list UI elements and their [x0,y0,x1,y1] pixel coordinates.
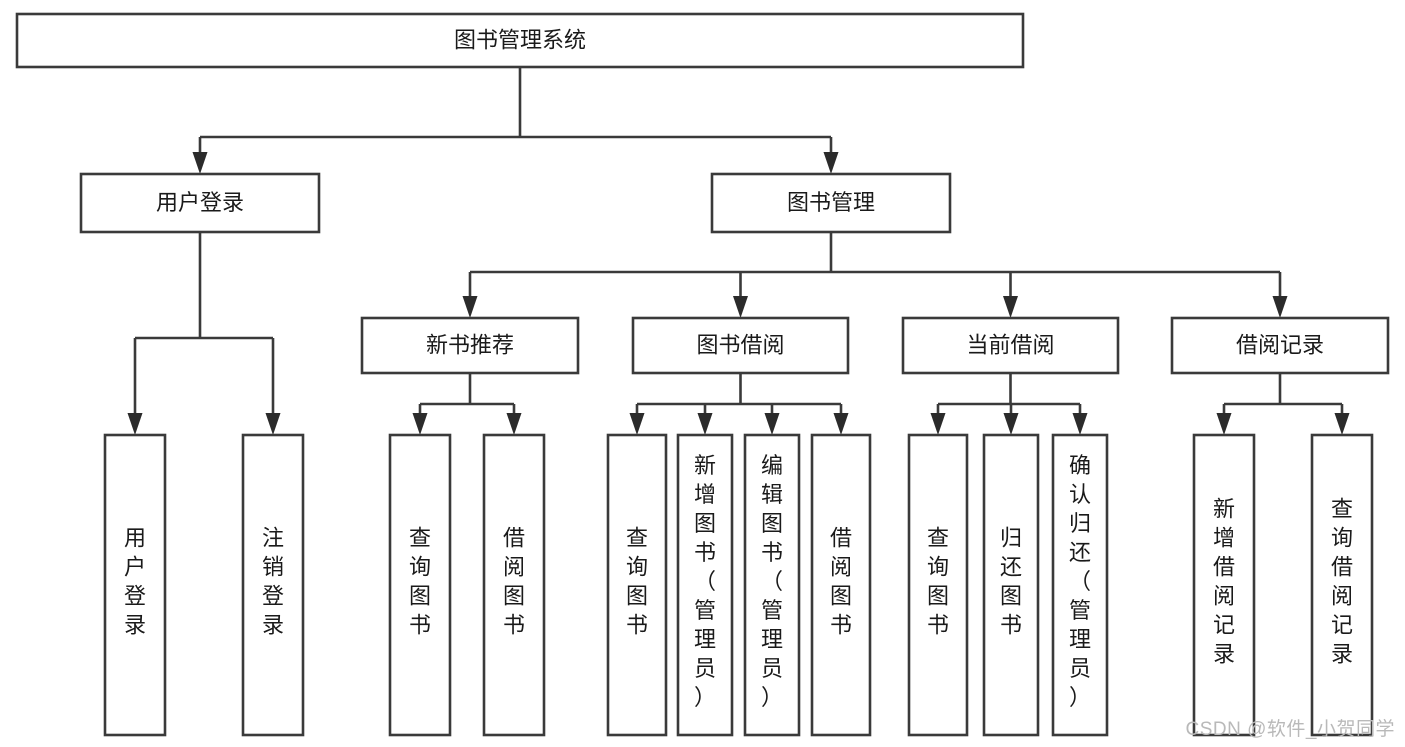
node-label: 新书推荐 [426,332,514,357]
arrowhead-icon [823,152,839,174]
node-user-login[interactable]: 用户登录 [79,172,321,234]
node-box [1051,433,1109,737]
arrowhead-icon [764,413,780,435]
node-book-manage[interactable]: 图书管理 [710,172,952,234]
node-label: 查询图书 [927,526,949,638]
node-box [676,433,734,737]
node-label: 图书借阅 [696,332,784,357]
leaf-leaf-logout[interactable]: 注销登录 [241,433,305,737]
leaf-leaf-query-book-borrow[interactable]: 查询图书 [606,433,668,737]
watermark-text: CSDN @软件_小贺同学 [1185,719,1395,740]
node-box [810,433,872,737]
node-box [1192,433,1256,737]
leaf-leaf-user-login[interactable]: 用户登录 [103,433,167,737]
node-label: 新增图书（管理员） [694,453,716,710]
leaf-leaf-query-borrow-record[interactable]: 查询借阅记录 [1310,433,1374,737]
node-label: 用户登录 [156,190,244,215]
leaf-leaf-add-borrow-record[interactable]: 新增借阅记录 [1192,433,1256,737]
leaf-leaf-add-book-admin[interactable]: 新增图书（管理员） [676,433,734,737]
node-layer: 图书管理系统用户登录图书管理新书推荐图书借阅当前借阅借阅记录用户登录注销登录查询… [15,12,1390,737]
node-box [901,316,1120,375]
arrowhead-icon [833,413,849,435]
arrowhead-icon [733,296,748,318]
node-label: 编辑图书（管理员） [761,453,783,710]
arrowhead-icon [412,413,428,435]
node-label: 借阅图书 [503,526,525,638]
node-label: 查询图书 [409,526,431,638]
node-box [360,316,580,375]
node-box [907,433,969,737]
node-label: 图书管理系统 [454,27,586,52]
leaf-leaf-query-book-current[interactable]: 查询图书 [907,433,969,737]
arrowhead-icon [1216,413,1232,435]
node-root[interactable]: 图书管理系统 [15,12,1025,69]
node-label: 查询借阅记录 [1331,497,1353,667]
node-box [241,433,305,737]
leaf-leaf-borrow-book-recommend[interactable]: 借阅图书 [482,433,546,737]
node-label: 新增借阅记录 [1213,497,1235,667]
node-label: 确认归还（管理员） [1069,453,1091,710]
leaf-leaf-borrow-book[interactable]: 借阅图书 [810,433,872,737]
node-box [1310,433,1374,737]
arrowhead-icon [506,413,522,435]
arrowhead-icon [1003,413,1019,435]
leaf-leaf-return-book[interactable]: 归还图书 [982,433,1040,737]
node-label: 图书管理 [787,190,875,215]
leaf-leaf-query-book-recommend[interactable]: 查询图书 [388,433,452,737]
arrowhead-icon [1003,296,1018,318]
node-label: 查询图书 [626,526,648,638]
arrowhead-icon [127,413,143,435]
node-box [15,12,1025,69]
node-box [1170,316,1390,375]
node-label: 借阅图书 [830,526,852,638]
node-box [743,433,801,737]
connector-layer [127,67,1350,435]
arrowhead-icon [930,413,946,435]
node-label: 注销登录 [262,526,284,638]
arrowhead-icon [1072,413,1088,435]
node-box [79,172,321,234]
node-label: 用户登录 [124,526,146,638]
arrowhead-icon [192,152,208,174]
node-box [710,172,952,234]
arrowhead-icon [697,413,713,435]
arrowhead-icon [1272,296,1288,318]
arrowhead-icon [462,296,478,318]
node-box [631,316,850,375]
node-box [388,433,452,737]
leaf-leaf-confirm-return-admin[interactable]: 确认归还（管理员） [1051,433,1109,737]
leaf-leaf-edit-book-admin[interactable]: 编辑图书（管理员） [743,433,801,737]
node-current-borrow[interactable]: 当前借阅 [901,316,1120,375]
node-box [482,433,546,737]
node-label: 借阅记录 [1236,332,1324,357]
node-new-book-recommend[interactable]: 新书推荐 [360,316,580,375]
node-label: 当前借阅 [966,332,1054,357]
arrowhead-icon [1334,413,1350,435]
arrowhead-icon [265,413,281,435]
node-label: 归还图书 [1000,526,1022,638]
node-box [982,433,1040,737]
node-book-borrow[interactable]: 图书借阅 [631,316,850,375]
node-box [103,433,167,737]
arrowhead-icon [629,413,645,435]
node-box [606,433,668,737]
node-borrow-record[interactable]: 借阅记录 [1170,316,1390,375]
